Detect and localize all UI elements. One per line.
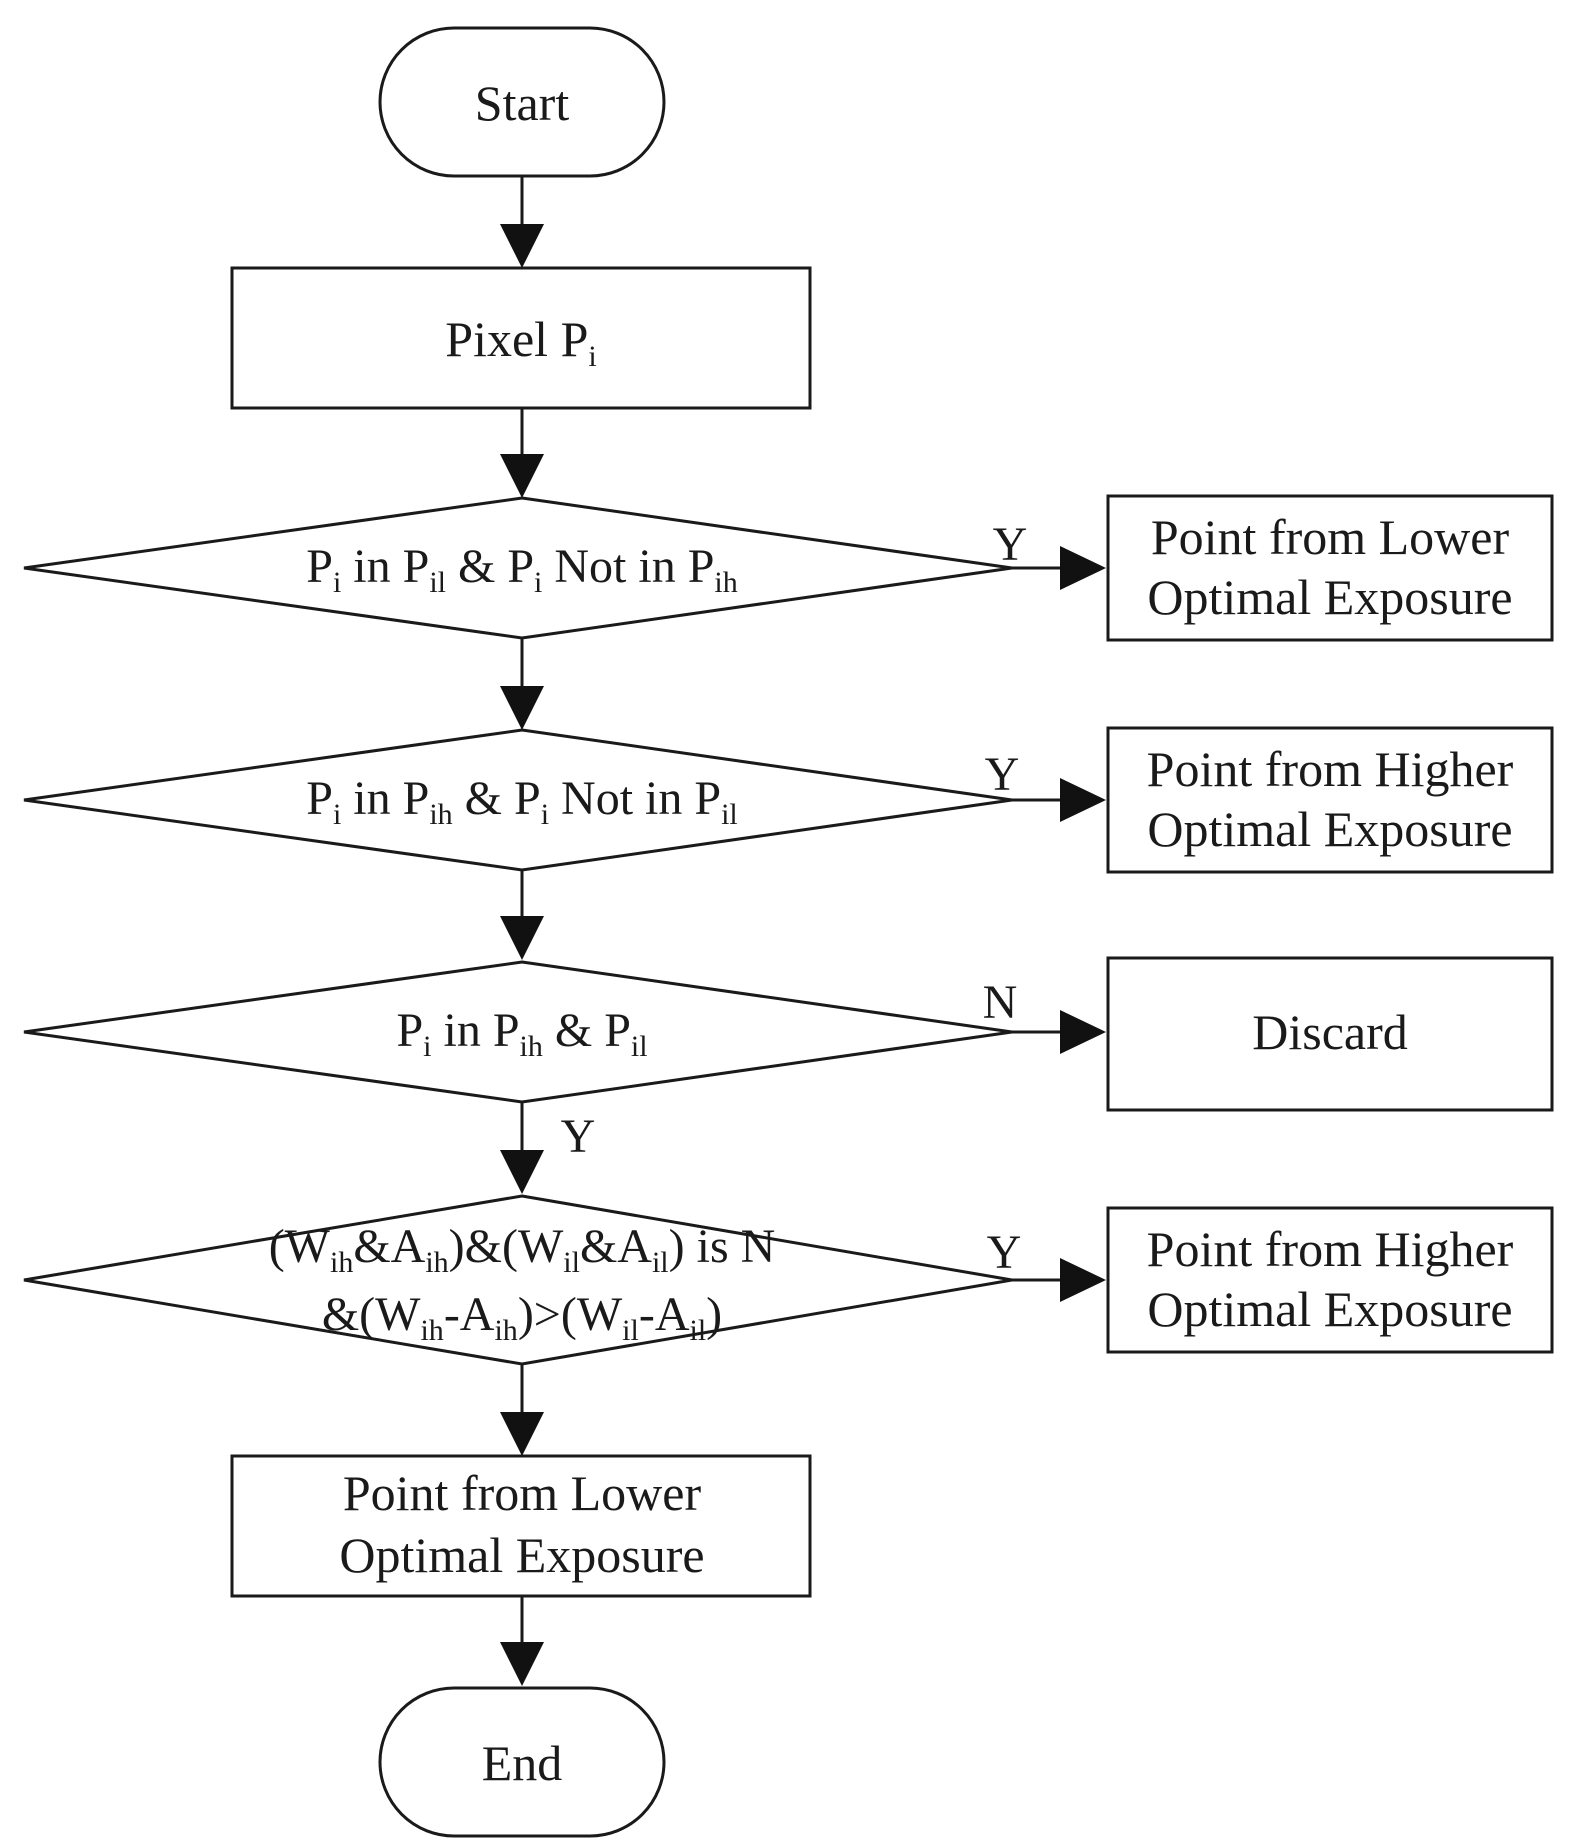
outcome-4-box	[1106, 1206, 1554, 1354]
decision-1-text: Pi in Pil & Pi Not in Pih	[306, 540, 738, 599]
condition-text: (W	[269, 1220, 331, 1273]
outcome-1-box	[1106, 494, 1554, 642]
subscript: ih	[520, 1030, 543, 1063]
arrowhead	[500, 454, 544, 498]
final-line2: Optimal Exposure	[339, 1527, 704, 1583]
arrowhead	[500, 1150, 544, 1194]
arrowhead	[1060, 1010, 1106, 1054]
pixel-label: Pixel Pi	[445, 311, 596, 373]
condition-text: &A	[353, 1220, 425, 1273]
subscript: ih	[420, 1314, 443, 1347]
decision-4-line2: &(Wih-Aih)>(Wil-Ail)	[322, 1288, 722, 1347]
subscript: il	[563, 1246, 580, 1279]
arrowhead	[1060, 1258, 1106, 1302]
condition-text: Not in P	[549, 772, 721, 825]
decision-4-line1: (Wih&Aih)&(Wil&Ail) is N	[269, 1220, 776, 1279]
arrowhead	[500, 916, 544, 960]
outcome-3-line1: Discard	[1252, 1004, 1408, 1060]
subscript: i	[534, 566, 542, 599]
subscript: ih	[330, 1246, 353, 1279]
decision-3-no-label: N	[983, 976, 1018, 1029]
decision-3-yes-label: Y	[561, 1110, 596, 1163]
outcome-2-line1: Point from Higher	[1147, 741, 1514, 797]
subscript: ih	[494, 1314, 517, 1347]
subscript: ih	[429, 798, 452, 831]
subscript: i	[333, 566, 341, 599]
arrowhead	[500, 1412, 544, 1456]
condition-text: & P	[543, 1004, 631, 1057]
outcome-3-box	[1106, 956, 1554, 1112]
subscript: i	[423, 1030, 431, 1063]
condition-text: )>(W	[518, 1288, 623, 1341]
start-label: Start	[475, 75, 570, 131]
condition-text: in P	[431, 1004, 519, 1057]
decision-2-text: Pi in Pih & Pi Not in Pil	[306, 772, 738, 831]
arrowhead	[500, 224, 544, 268]
condition-text: ) is N	[669, 1220, 776, 1273]
subscript: i	[333, 798, 341, 831]
condition-text: Not in P	[542, 540, 714, 593]
subscript: il	[622, 1314, 639, 1347]
condition-text: P	[396, 1004, 423, 1057]
arrowhead	[1060, 546, 1106, 590]
decision-2-yes-label: Y	[985, 748, 1020, 801]
pixel-label-main: Pixel P	[445, 311, 588, 367]
condition-text: in P	[341, 772, 429, 825]
outcome-4-line2: Optimal Exposure	[1147, 1281, 1512, 1337]
subscript: ih	[425, 1246, 448, 1279]
condition-text: )	[706, 1288, 722, 1341]
condition-text: -A	[444, 1288, 495, 1341]
subscript: ih	[714, 566, 737, 599]
pixel-label-sub: i	[588, 340, 596, 373]
decision-1-yes-label: Y	[993, 518, 1028, 571]
end-terminal	[378, 1686, 666, 1838]
arrowhead	[500, 1642, 544, 1686]
final-line1: Point from Lower	[343, 1465, 702, 1521]
condition-text: &(W	[322, 1288, 421, 1341]
pixel-process-box	[230, 266, 812, 410]
subscript: il	[429, 566, 446, 599]
decision-3-text: Pi in Pih & Pil	[396, 1004, 647, 1063]
arrowhead	[500, 686, 544, 730]
end-label: End	[482, 1735, 563, 1791]
condition-text: in P	[341, 540, 429, 593]
decision-4-yes-label: Y	[987, 1226, 1022, 1279]
outcome-2-line2: Optimal Exposure	[1147, 801, 1512, 857]
outcome-1-line1: Point from Lower	[1151, 509, 1510, 565]
subscript: il	[721, 798, 738, 831]
final-process-box	[230, 1454, 812, 1598]
condition-text: & P	[446, 540, 534, 593]
condition-text: & P	[453, 772, 541, 825]
outcome-1-line2: Optimal Exposure	[1147, 569, 1512, 625]
condition-text: P	[306, 772, 333, 825]
outcome-2-box	[1106, 726, 1554, 874]
condition-text: -A	[639, 1288, 690, 1341]
condition-text: )&(W	[449, 1220, 564, 1273]
condition-text: P	[306, 540, 333, 593]
subscript: i	[541, 798, 549, 831]
subscript: il	[652, 1246, 669, 1279]
subscript: il	[631, 1030, 648, 1063]
arrowhead	[1060, 778, 1106, 822]
outcome-4-line1: Point from Higher	[1147, 1221, 1514, 1277]
subscript: il	[689, 1314, 706, 1347]
condition-text: &A	[580, 1220, 652, 1273]
